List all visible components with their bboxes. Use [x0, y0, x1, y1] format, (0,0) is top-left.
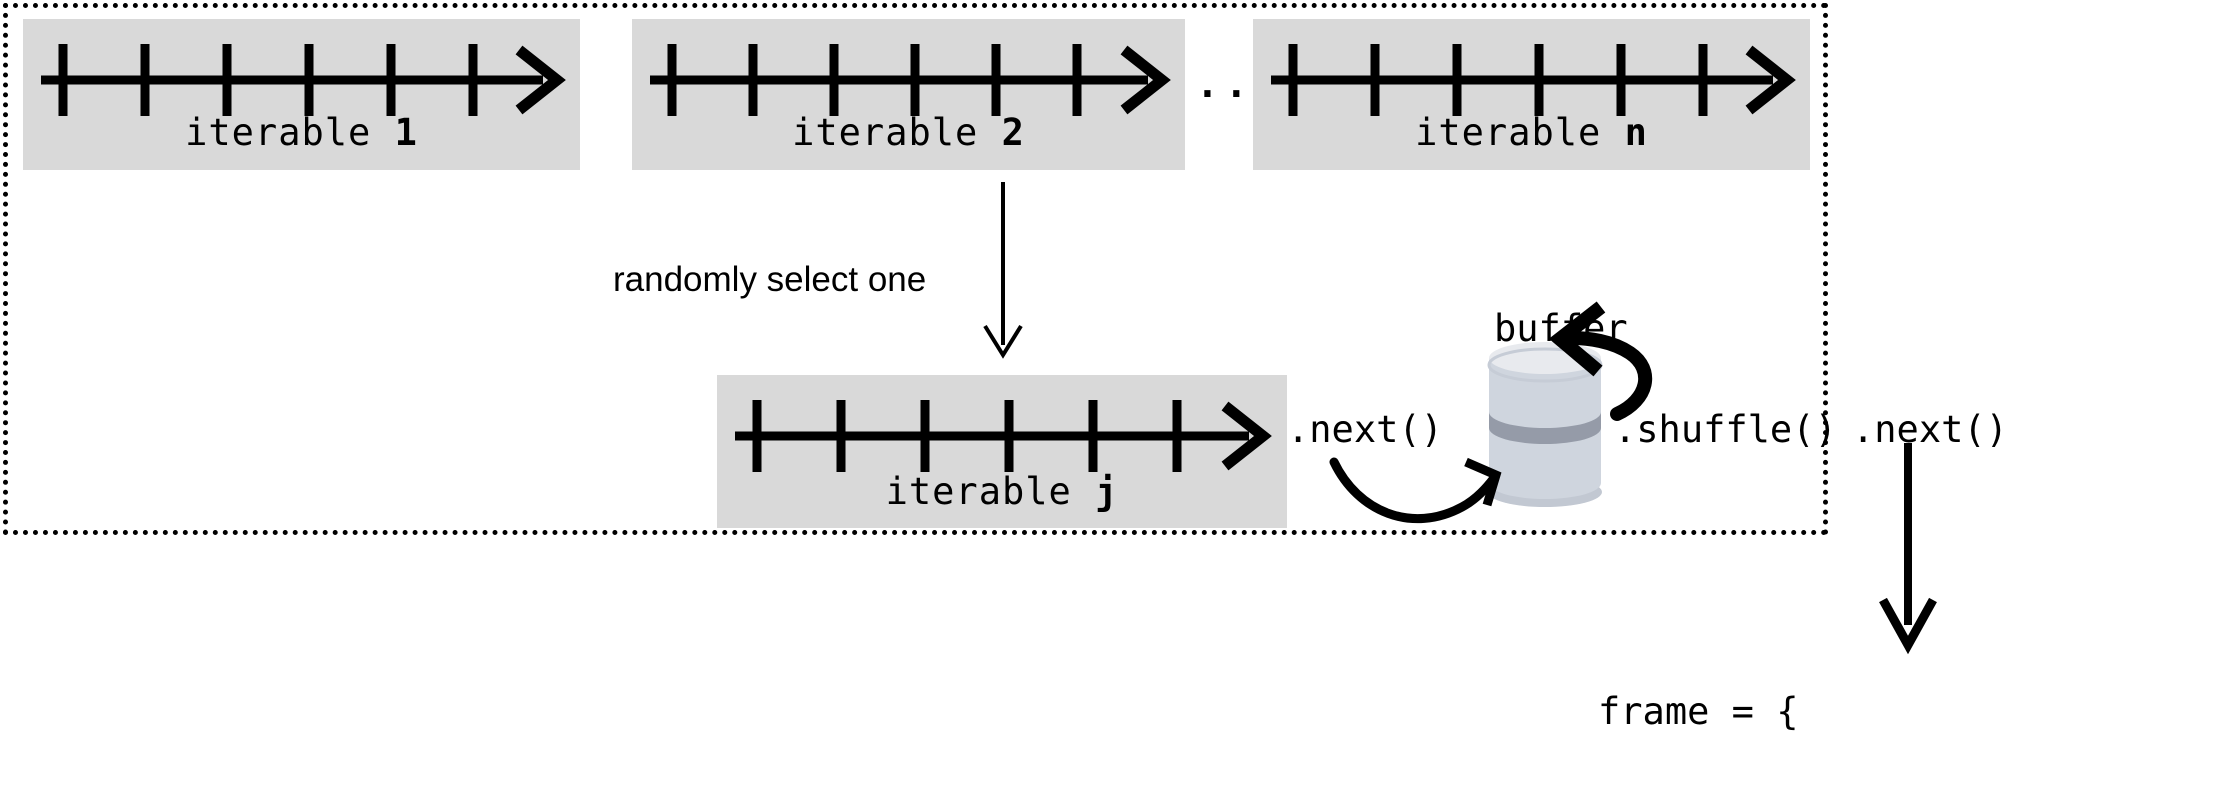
number-line-icon — [735, 400, 1272, 472]
number-line-icon — [650, 44, 1171, 116]
randomly-select-one-label: randomly select one — [613, 260, 927, 299]
number-line-icon — [1271, 44, 1796, 116]
iterable-box-j-label: iterable j — [885, 470, 1119, 513]
sampling-group-container — [3, 3, 1828, 535]
code-line: frame = { — [1598, 690, 1799, 733]
number-line-icon — [41, 44, 566, 116]
iterable-box-1-label: iterable 1 — [185, 111, 418, 154]
iterable-box-j: iterable j — [717, 375, 1287, 528]
iterable-box-2-label: iterable 2 — [792, 111, 1025, 154]
frame-code-block: frame = { “observation.image.top”: ... #… — [1598, 602, 2222, 795]
iterable-box-n-label: iterable n — [1415, 111, 1648, 154]
shuffle-label: .shuffle() — [1614, 408, 1837, 451]
buffer-label: buffer — [1494, 307, 1628, 350]
iterable-box-n: iterable n — [1253, 19, 1810, 170]
next-label-buffer: .next() — [1852, 408, 2008, 451]
iterable-box-1: iterable 1 — [23, 19, 580, 170]
iterable-box-2: iterable 2 — [632, 19, 1185, 170]
next-label-iterable: .next() — [1287, 408, 1443, 451]
